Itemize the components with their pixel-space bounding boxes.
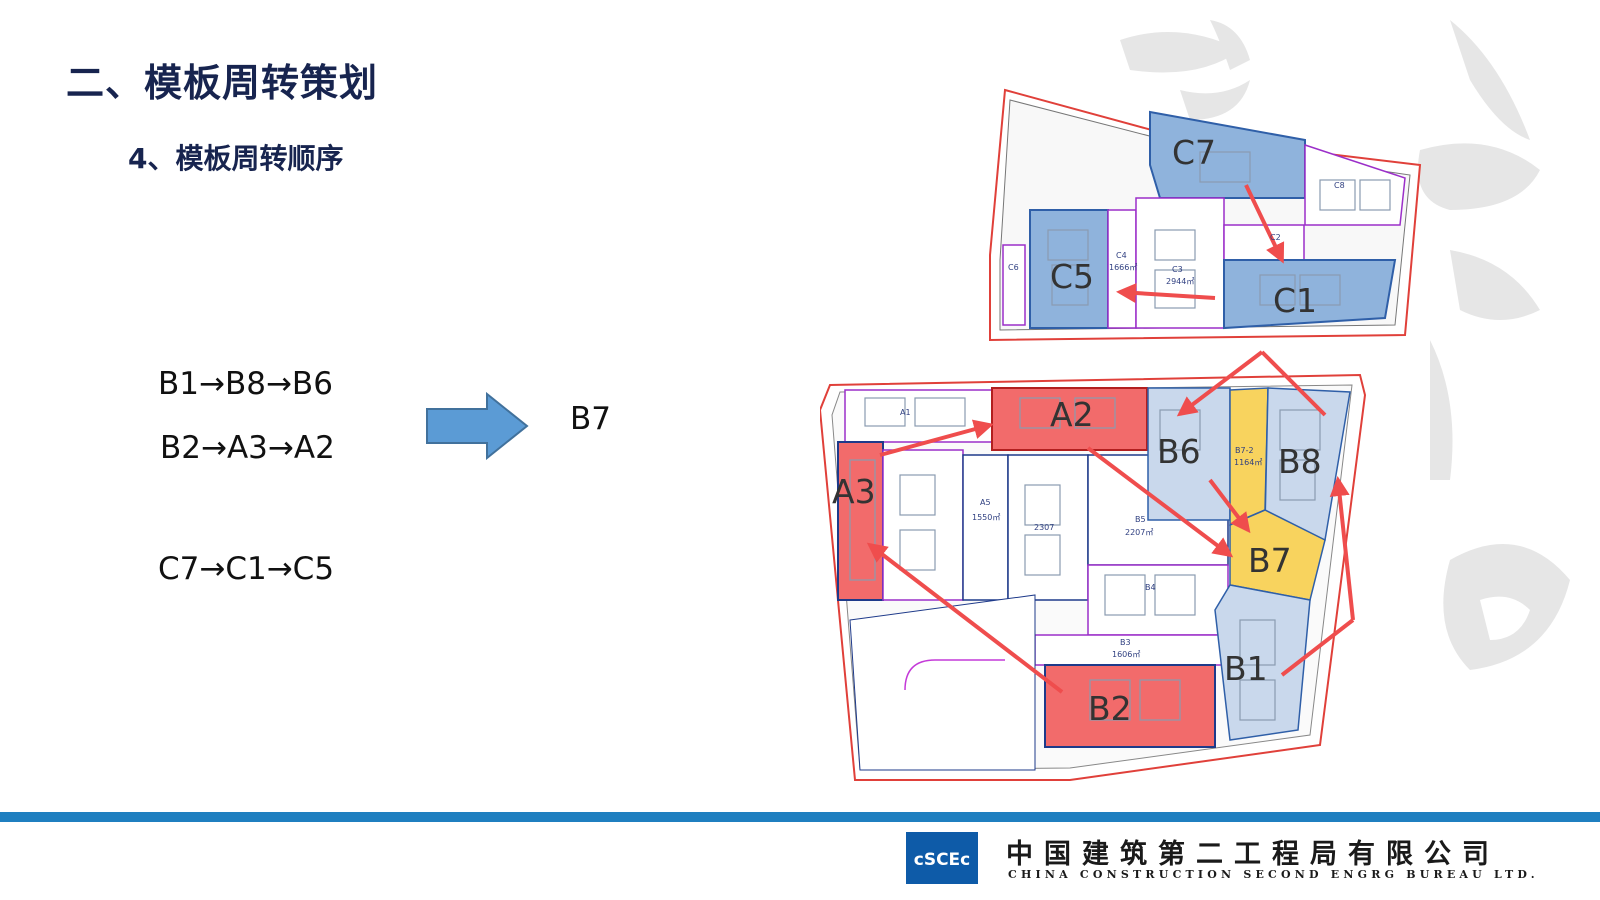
zone-b7-2 [1229,387,1269,527]
zone-c3 [1135,197,1225,329]
zone-a2 [991,387,1148,451]
label-b5-small: B5 [1135,515,1146,524]
label-b2: B2 [1088,689,1132,728]
zone-b7 [1229,509,1326,601]
south-plot-ab [820,373,1367,781]
label-a4-area: 2307 [1034,523,1054,532]
company-name-en: CHINA CONSTRUCTION SECOND ENGRG BUREAU L… [1008,868,1539,881]
zone-c7 [1149,110,1306,199]
label-b1: B1 [1224,649,1268,688]
arrow-b2-a3 [866,542,1064,694]
arrow-c1-c5 [1116,283,1216,303]
label-a2: A2 [1050,395,1094,434]
label-a3: A3 [832,472,876,511]
arrow-a2-b7 [1086,446,1234,558]
arrow-c7-c1 [1244,184,1285,264]
label-c4-area: 1666㎡ [1109,263,1137,272]
label-b7: B7 [1248,541,1292,580]
label-c8-small: C8 [1334,181,1345,190]
zone-a1 [844,389,996,443]
company-name-cn: 中国建筑第二工程局有限公司 [1006,839,1500,870]
logo-text: cSCEc [914,850,971,870]
calligraphy-watermark [1120,20,1570,670]
north-plot-c [989,88,1422,342]
footer-bar [0,812,1600,822]
label-b6: B6 [1157,432,1201,471]
label-a5-area: 1550㎡ [972,513,1000,522]
label-b3-area: 1606㎡ [1112,650,1140,659]
arrow-to-b6 [1260,350,1327,417]
zone-c1 [1223,259,1397,330]
sequence-b1-b8-b6: B1→B8→B6 [158,366,333,402]
zone-c2 [1223,224,1305,261]
zone-c6 [1002,244,1026,326]
zone-a5 [962,454,1009,601]
label-c6-small: C6 [1008,263,1019,272]
site-plan-diagram: C7 C5 C1 A2 A3 B6 B8 B7 B1 B2 A1 A5 1550… [820,88,1422,781]
label-c2-small: C2 [1270,233,1281,242]
company-logo: cSCEc [906,832,978,884]
arrow-b1-b8 [1280,618,1355,677]
label-c1: C1 [1273,281,1317,320]
label-a1-small: A1 [900,408,911,417]
label-b5-area: 2207㎡ [1125,528,1153,537]
zone-b4 [1087,564,1229,636]
target-zone-label: B7 [570,401,611,437]
page-title: 二、模板周转策划 [66,61,379,105]
arrow-a3-a2 [879,419,994,457]
zone-a3 [837,441,884,601]
label-c4-small: C4 [1116,251,1127,260]
label-b4-small: B4 [1145,583,1156,592]
label-c5: C5 [1050,257,1094,296]
label-b8: B8 [1278,442,1322,481]
label-b7-2-area: 1164㎡ [1234,458,1262,467]
right-arrow-icon [426,392,529,460]
label-b7-2-small: B7-2 [1235,446,1254,455]
zone-b1 [1214,584,1311,741]
label-c7: C7 [1172,133,1216,172]
sequence-c7-c1-c5: C7→C1→C5 [158,551,335,587]
label-a5-small: A5 [980,498,991,507]
arrow-b8-loop [1329,476,1355,621]
arrow-b8-b6 [1176,350,1264,417]
label-c3-area: 2944㎡ [1166,277,1194,286]
label-b3-small: B3 [1120,638,1131,647]
section-subtitle: 4、模板周转顺序 [128,142,344,175]
sequence-b2-a3-a2: B2→A3→A2 [160,430,335,466]
label-c3-small: C3 [1172,265,1183,274]
arrow-b6-b7 [1208,478,1251,534]
